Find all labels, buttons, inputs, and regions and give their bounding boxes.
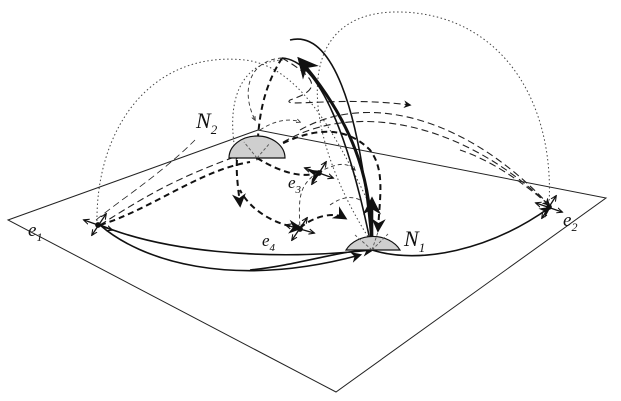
label-e1: e1: [28, 220, 42, 244]
n2-interior-rays: [243, 141, 271, 159]
equilibrium-e2: [536, 196, 562, 218]
label-e4: e4: [262, 231, 276, 254]
n2-half-disk: [228, 135, 286, 159]
dashed-orbits: [95, 57, 551, 226]
equilibrium-e4: [286, 218, 314, 240]
ground-plane: [6, 129, 608, 393]
solid-orbits: [99, 38, 551, 272]
label-N1: N1: [403, 226, 425, 255]
equilibrium-e3: [305, 162, 333, 184]
dotted-dome-arcs: [96, 11, 550, 241]
label-N2: N2: [195, 108, 218, 137]
label-e2: e2: [563, 210, 577, 234]
n1-interior-rays: [354, 231, 389, 251]
equilibrium-e1: [84, 214, 112, 235]
label-e3: e3: [288, 173, 302, 196]
n1-half-disk: [344, 235, 402, 251]
